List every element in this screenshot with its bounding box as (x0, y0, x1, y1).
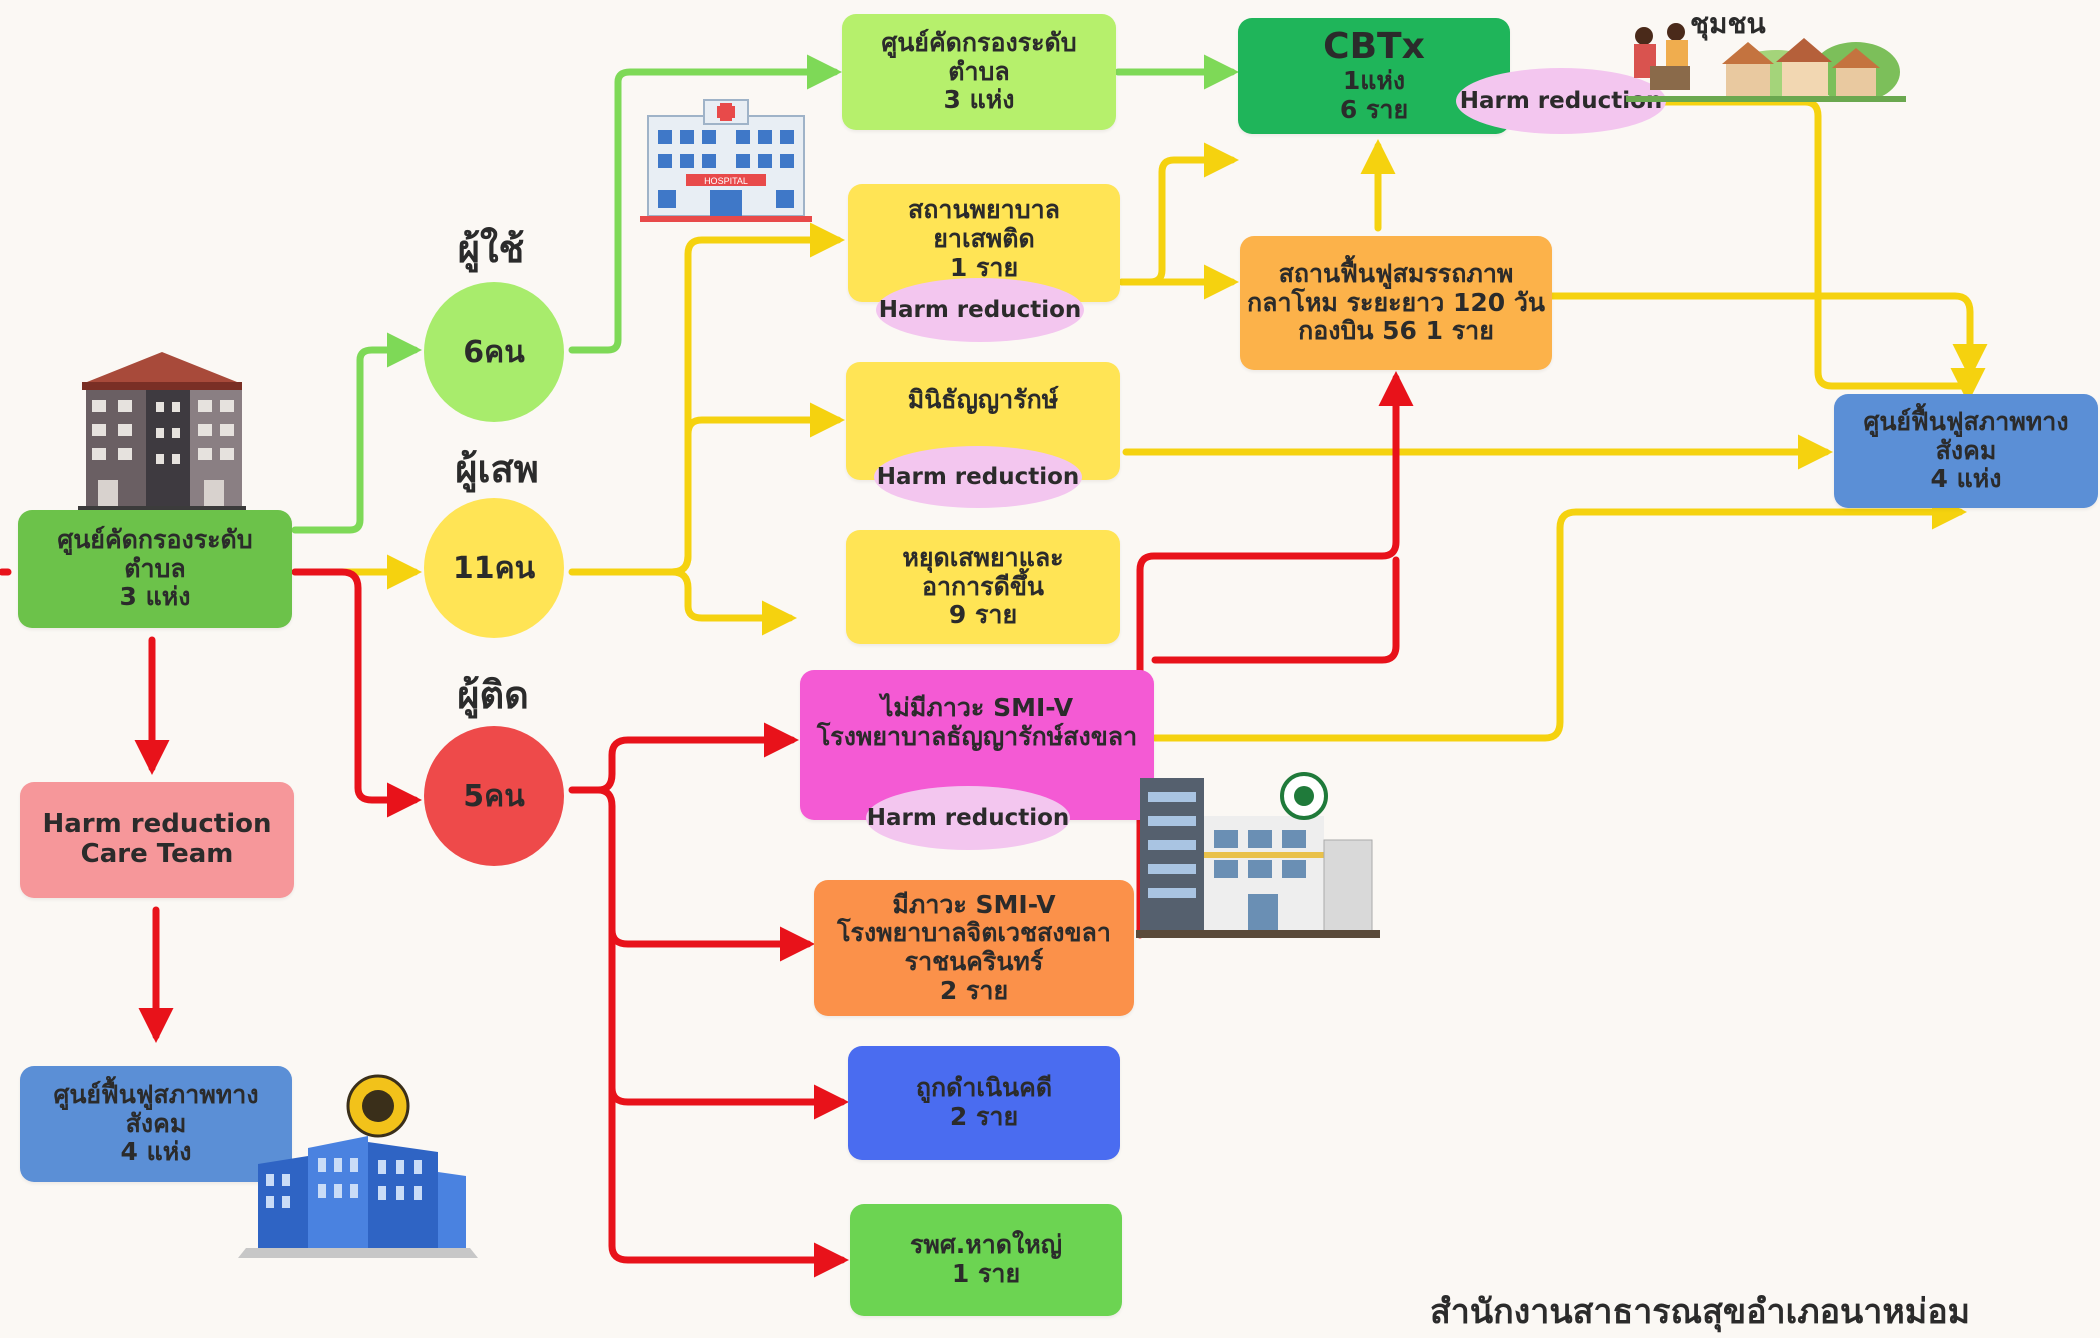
hatyai-line-2: 1 ราย (951, 1259, 1021, 1288)
psychiatric-hospital-icon (1136, 760, 1380, 940)
prosecuted-line-1: ถูกดำเนินคดี (915, 1073, 1053, 1103)
screening-sub-line-2: ตำบล (948, 56, 1010, 86)
harm-team-line-2: Care Team (80, 839, 234, 869)
category-addict-circle: 5คน (424, 726, 564, 866)
footer-organization: สำนักงานสาธารณสุขอำเภอนาหม่อม (1430, 1292, 1971, 1332)
community-label: ชุมชน (1690, 7, 1766, 40)
arrow-rehab-to-right (1548, 292, 1988, 379)
rehab-left-box: ศูนย์ฟื้นฟูสภาพทาง สังคม 4 แห่ง (20, 1066, 292, 1182)
rehab-center-line-1: สถานฟื้นฟูสมรรถภาพ (1278, 258, 1514, 288)
cbtx-line-1: 1แห่ง (1342, 66, 1406, 96)
arrow-source-to-user (291, 332, 422, 534)
category-abuser-count: 11คน (452, 550, 536, 586)
source-line-3: 3 แห่ง (119, 582, 191, 612)
prosecuted-box: ถูกดำเนินคดี 2 ราย (848, 1046, 1120, 1160)
smiv-line-2: โรงพยาบาลจิตเวชสงขลา (837, 918, 1111, 948)
stopped-line-1: หยุดเสพยาและ (902, 542, 1064, 572)
rehab-right-line-1: ศูนย์ฟื้นฟูสภาพทาง (1863, 406, 2069, 436)
building-icon (78, 352, 246, 510)
arrow-addict-to-nosmiv (568, 722, 799, 794)
source-line-2: ตำบล (124, 553, 186, 583)
arrow-addict-to-hatyai (608, 1084, 849, 1278)
government-building-icon (238, 1072, 478, 1262)
harm-care-team-box: Harm reduction Care Team (20, 782, 294, 898)
rehab-left-line-3: 4 แห่ง (120, 1137, 192, 1167)
screening-sub-line-1: ศูนย์คัดกรองระดับ (881, 27, 1077, 57)
rehab-right-line-3: 4 แห่ง (1930, 464, 2002, 494)
mini-thanya-line-1: มินิธัญญารักษ์ (907, 385, 1059, 414)
prosecuted-line-2: 2 ราย (949, 1102, 1019, 1131)
screening-sub-box: ศูนย์คัดกรองระดับ ตำบล 3 แห่ง (842, 14, 1116, 130)
arrow-addict-to-prosecuted (608, 926, 849, 1120)
source-screening-box: ศูนย์คัดกรองระดับ ตำบล 3 แห่ง (18, 510, 292, 628)
category-addict-count: 5คน (463, 778, 525, 814)
category-label-user: ผู้ใช้ (457, 227, 525, 271)
hospital-sign: HOSPITAL (704, 176, 748, 186)
stopped-line-2: อาการดีขึ้น (921, 571, 1045, 601)
smiv-line-1: มีภาวะ SMI-V (892, 889, 1056, 919)
rehab-right-line-2: สังคม (1935, 435, 1997, 465)
rehab-center-line-2: กลาโหม ระยะยาว 120 วัน (1247, 287, 1545, 317)
hatyai-line-1: รพศ.หาดใหญ่ (909, 1230, 1062, 1260)
smiv-line-4: 2 ราย (939, 975, 1009, 1005)
arrow-nosmiv-to-right (1151, 494, 1967, 742)
rehab-left-line-2: สังคม (125, 1108, 187, 1138)
drug-hospital-line-3: 1 ราย (949, 252, 1019, 282)
harm-team-line-1: Harm reduction (42, 809, 272, 840)
category-abuser-circle: 11คน (424, 498, 564, 638)
cbtx-line-2: 6 ราย (1339, 95, 1409, 125)
source-line-1: ศูนย์คัดกรองระดับ (57, 524, 253, 554)
drug-hospital-harm-pill: Harm reduction (876, 278, 1084, 342)
arrow-abuser-to-stopped (668, 568, 797, 636)
arrow-source-to-addict (291, 568, 422, 818)
arrow-drug-hospital-to-cbtx (1118, 142, 1239, 286)
drug-hospital-line-2: ยาเสพติด (933, 223, 1035, 253)
rehab-center-box: สถานฟื้นฟูสมรรถภาพ กลาโหม ระยะยาว 120 วั… (1240, 236, 1552, 370)
rehab-right-box: ศูนย์ฟื้นฟูสภาพทาง สังคม 4 แห่ง (1834, 394, 2098, 508)
arrow-abuser-branch (568, 222, 845, 576)
arrow-abuser-to-mini (668, 402, 845, 576)
rehab-center-line-3: กองบิน 56 1 ราย (1298, 316, 1494, 346)
hatyai-hospital-box: รพศ.หาดใหญ่ 1 ราย (850, 1204, 1122, 1316)
community-icon (1626, 18, 1906, 104)
no-smiv-line-2: โรงพยาบาลธัญญารักษ์สงขลา (816, 721, 1138, 751)
drug-hospital-line-1: สถานพยาบาล (908, 195, 1060, 224)
no-smiv-line-1: ไม่มีภาวะ SMI-V (880, 693, 1074, 722)
mini-thanya-harm-pill: Harm reduction (874, 446, 1082, 508)
category-label-abuser: ผู้เสพ (455, 447, 539, 491)
category-user-count: 6คน (463, 334, 525, 370)
smiv-line-3: ราชนครินทร์ (904, 947, 1044, 976)
hospital-icon: HOSPITAL (640, 96, 812, 226)
arrow-cbtx-to-right (1656, 98, 1986, 403)
no-smiv-harm-pill: Harm reduction (866, 786, 1070, 850)
arrow-addict-to-smiv (594, 786, 815, 962)
screening-sub-line-3: 3 แห่ง (943, 85, 1015, 115)
category-user-circle: 6คน (424, 282, 564, 422)
stopped-use-box: หยุดเสพยาและ อาการดีขึ้น 9 ราย (846, 530, 1120, 644)
smiv-box: มีภาวะ SMI-V โรงพยาบาลจิตเวชสงขลา ราชนคร… (814, 880, 1134, 1016)
arrow-smiv-to-rehab (1151, 556, 1400, 664)
rehab-left-line-1: ศูนย์ฟื้นฟูสภาพทาง (53, 1079, 259, 1109)
category-label-addict: ผู้ติด (457, 673, 529, 717)
cbtx-title: CBTx (1323, 26, 1425, 67)
stopped-line-3: 9 ราย (948, 600, 1018, 630)
